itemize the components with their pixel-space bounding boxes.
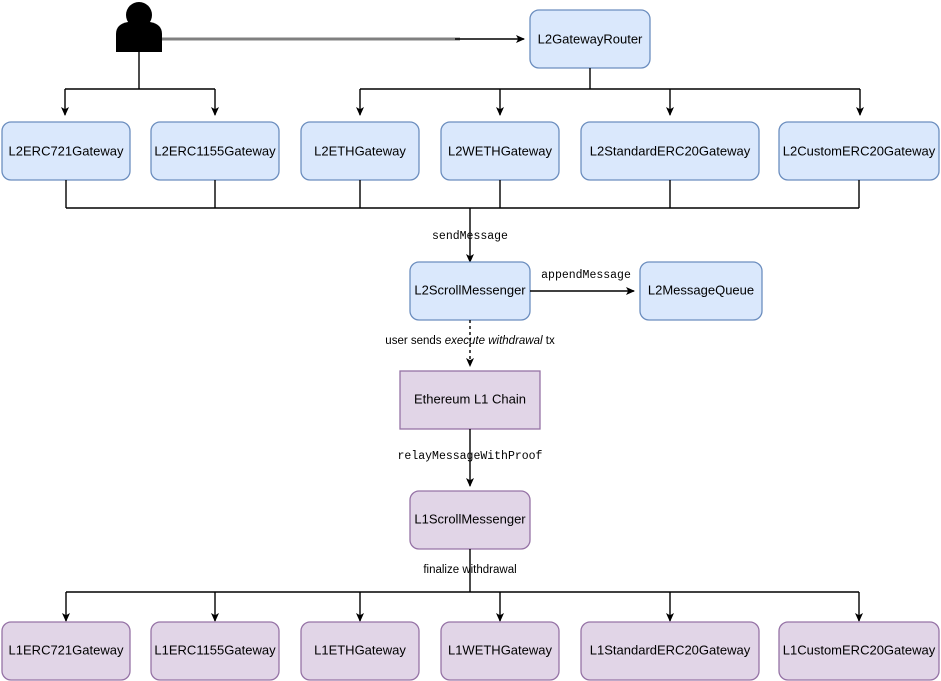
node-l2-eth-gateway[interactable]: L2ETHGateway (300, 121, 420, 181)
node-label-l1-erc1155-gateway: L1ERC1155Gateway (154, 642, 276, 657)
node-l1-erc721-gateway[interactable]: L1ERC721Gateway (1, 621, 131, 681)
node-l1-scroll-messenger[interactable]: L1ScrollMessenger (409, 490, 531, 550)
node-l1-standard-erc20-gateway[interactable]: L1StandardERC20Gateway (580, 621, 760, 681)
node-label-l2-erc1155-gateway: L2ERC1155Gateway (154, 143, 276, 158)
edge-l2-scroll-messenger-to-l2-message-queue: appendMessage (530, 269, 635, 295)
node-l2-message-queue[interactable]: L2MessageQueue (639, 261, 763, 321)
node-label-l2-gateway-router: L2GatewayRouter (538, 31, 643, 46)
node-l2-custom-erc20-gateway[interactable]: L2CustomERC20Gateway (778, 121, 940, 181)
edge-label-execute-withdrawal-emphasis: execute withdrawal (445, 335, 543, 347)
node-l1-eth-gateway[interactable]: L1ETHGateway (300, 621, 420, 681)
edge-label-append-message: appendMessage (541, 269, 631, 282)
node-label-l1-custom-erc20-gateway: L1CustomERC20Gateway (783, 642, 936, 657)
node-l2-scroll-messenger[interactable]: L2ScrollMessenger (409, 261, 531, 321)
node-label-l2-custom-erc20-gateway: L2CustomERC20Gateway (783, 143, 936, 158)
edge-actor-to-l2-nft-gateways (65, 52, 219, 115)
node-label-l1-eth-gateway: L1ETHGateway (314, 642, 406, 657)
edge-label-execute-withdrawal-prefix: user sends (385, 335, 444, 347)
node-label-l1-erc721-gateway: L1ERC721Gateway (9, 642, 124, 657)
node-label-l1-scroll-messenger: L1ScrollMessenger (414, 511, 526, 526)
node-label-l2-weth-gateway: L2WETHGateway (448, 143, 553, 158)
node-l1-erc1155-gateway[interactable]: L1ERC1155Gateway (150, 621, 280, 681)
node-label-l1-standard-erc20-gateway: L1StandardERC20Gateway (590, 642, 751, 657)
node-label-l2-erc721-gateway: L2ERC721Gateway (9, 143, 124, 158)
edge-l2-gateways-to-l2-scroll-messenger: sendMessage (65, 180, 860, 263)
edge-ethereum-l1-chain-to-l1-scroll-messenger: relayMessageWithProof (398, 429, 543, 487)
node-l2-weth-gateway[interactable]: L2WETHGateway (440, 121, 560, 181)
node-label-l2-eth-gateway: L2ETHGateway (314, 143, 406, 158)
edge-label-finalize-withdrawal: finalize withdrawal (423, 564, 516, 576)
node-ethereum-l1-chain[interactable]: Ethereum L1 Chain (399, 370, 541, 430)
user-actor (116, 2, 162, 52)
node-label-l2-standard-erc20-gateway: L2StandardERC20Gateway (590, 143, 751, 158)
edge-label-execute-withdrawal-suffix: tx (543, 335, 555, 347)
node-label-l2-message-queue: L2MessageQueue (648, 282, 754, 297)
node-l1-custom-erc20-gateway[interactable]: L1CustomERC20Gateway (778, 621, 940, 681)
edge-l1-scroll-messenger-to-l1-gateways: finalize withdrawal (62, 549, 863, 622)
node-l2-gateway-router[interactable]: L2GatewayRouter (529, 9, 651, 69)
node-l2-standard-erc20-gateway[interactable]: L2StandardERC20Gateway (580, 121, 760, 181)
node-label-l2-scroll-messenger: L2ScrollMessenger (414, 282, 526, 297)
edge-label-relay-message-with-proof: relayMessageWithProof (398, 450, 543, 463)
edge-label-send-message: sendMessage (432, 230, 508, 243)
edge-label-execute-withdrawal: user sends execute withdrawal tx (385, 335, 555, 347)
node-l2-erc721-gateway[interactable]: L2ERC721Gateway (1, 121, 131, 181)
node-label-l1-weth-gateway: L1WETHGateway (448, 642, 553, 657)
node-l1-weth-gateway[interactable]: L1WETHGateway (440, 621, 560, 681)
edge-l2-scroll-messenger-to-ethereum-l1-chain: user sends execute withdrawal tx (385, 320, 555, 367)
edge-router-to-l2-token-gateways (356, 68, 864, 116)
node-l2-erc1155-gateway[interactable]: L2ERC1155Gateway (150, 121, 280, 181)
node-label-ethereum-l1-chain: Ethereum L1 Chain (414, 391, 526, 406)
